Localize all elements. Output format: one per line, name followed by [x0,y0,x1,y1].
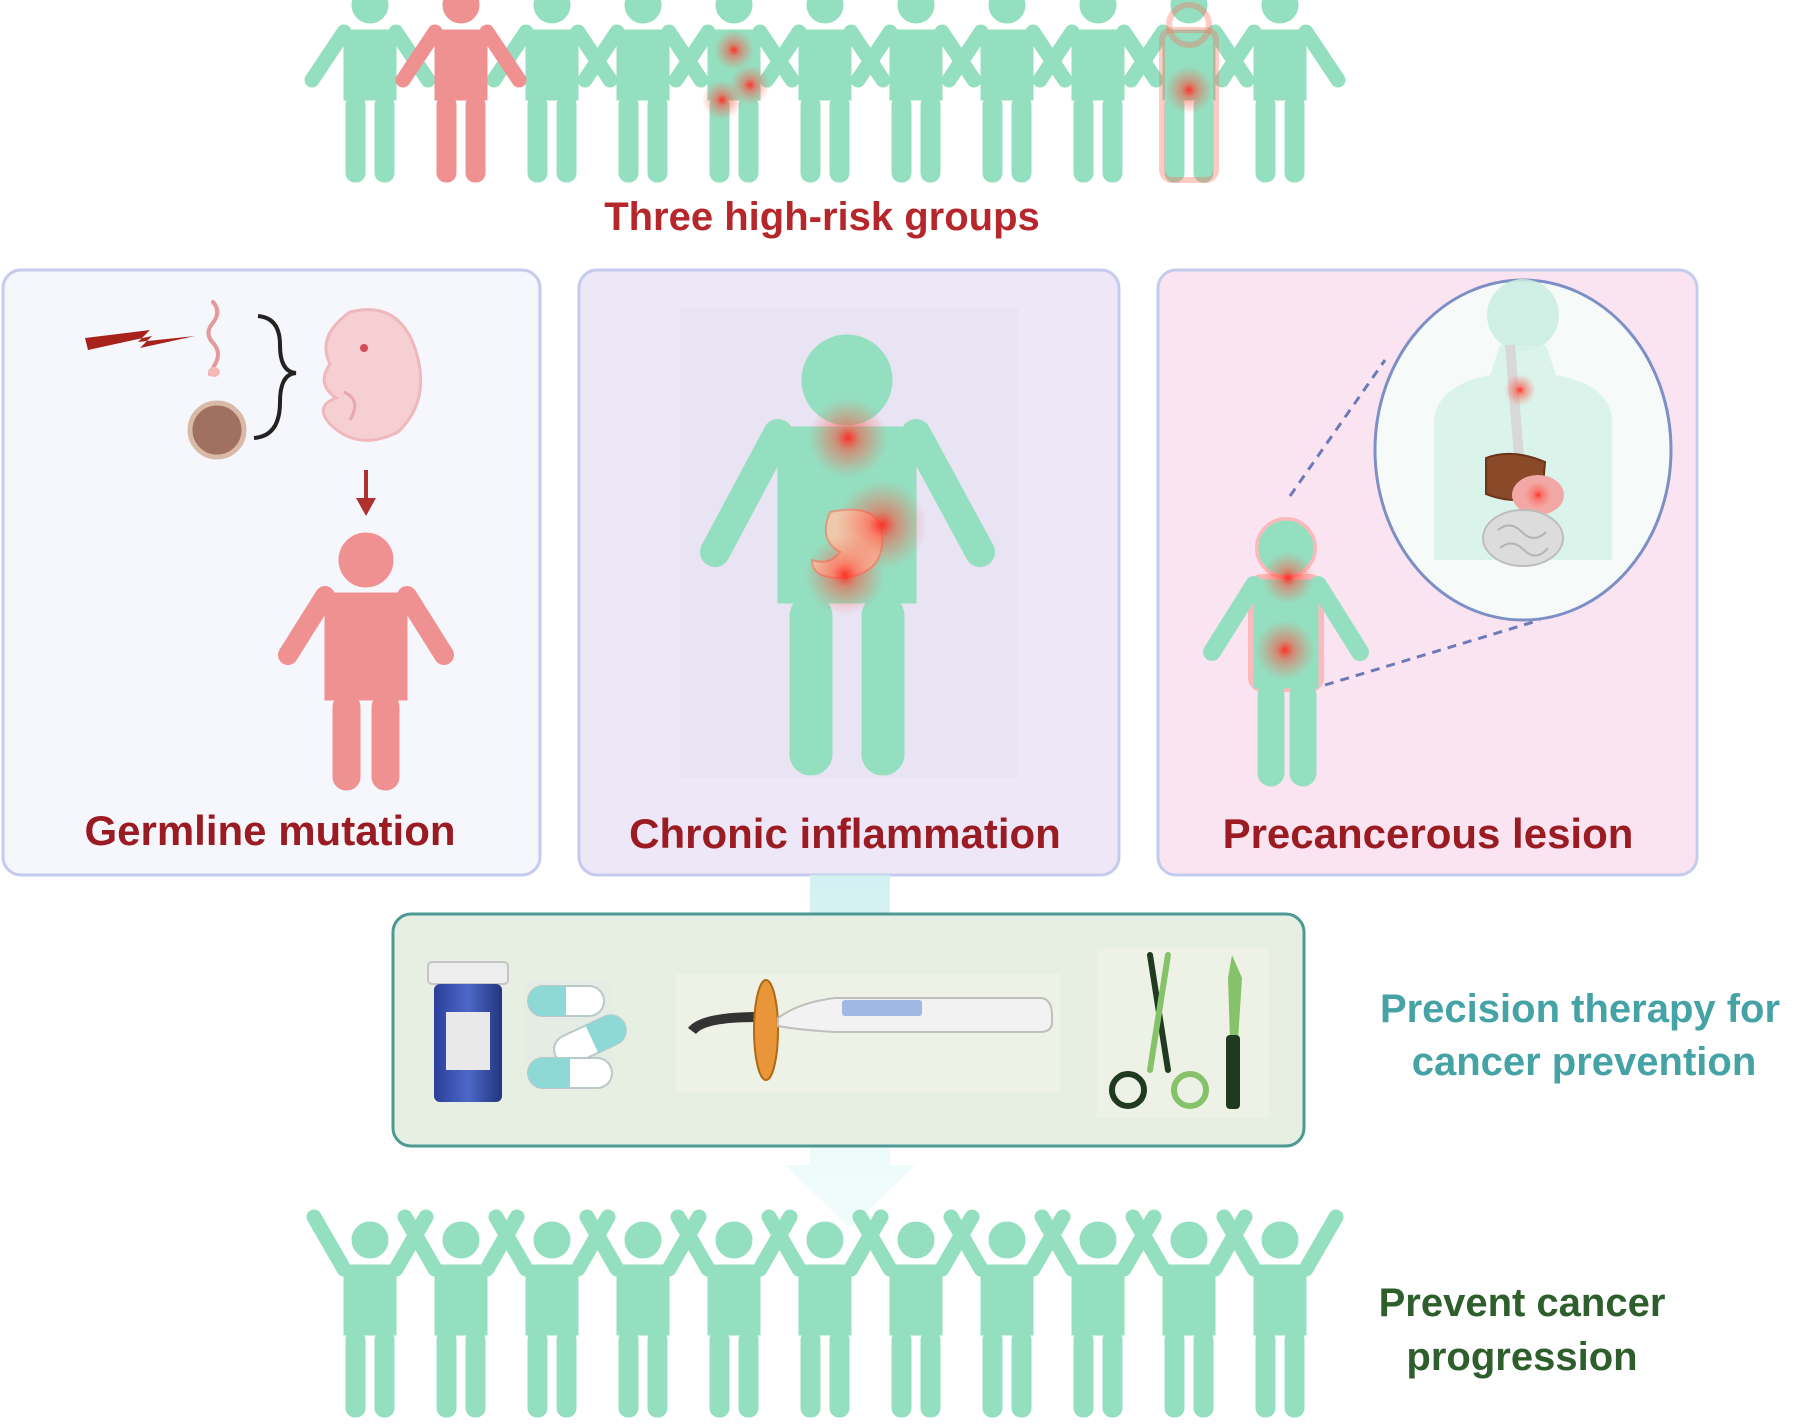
lesion-glow-icon [1165,66,1213,114]
embryo-icon [321,308,423,442]
therapy-label-line1: Precision therapy for [1380,987,1780,1031]
therapy-label-line2: cancer prevention [1412,1040,1757,1084]
healthy-person-icon [1133,1217,1245,1417]
lesion-glow-icon [805,535,885,615]
person-icon [767,0,883,182]
healthy-person-icon [678,1217,790,1417]
therapy-box [391,912,1306,1148]
top-people-row [312,0,1338,182]
egg-cell-icon [187,400,247,460]
healthy-person-icon [1042,1217,1154,1417]
panel-germline-mutation: Germline mutation [1,268,542,877]
mutated-person-icon [403,0,519,182]
person-icon [585,0,701,182]
person-icon [858,0,974,182]
lesion-glow-icon [808,398,888,478]
bottom-people-row [314,1217,1336,1417]
person-pink-large-icon [278,532,454,791]
healthy-person-icon [1224,1217,1336,1417]
panel-chronic-inflammation: Chronic inflammation [577,268,1121,877]
radiation-bolt-icon [85,330,195,350]
curing-light-device-icon [676,974,1060,1092]
panel-label: Precancerous lesion [1223,810,1634,857]
healthy-person-icon [314,1217,426,1417]
healthy-person-icon [496,1217,608,1417]
panel-label: Germline mutation [84,807,455,854]
sperm-icon [206,300,220,376]
lesion-glow-icon [714,30,754,70]
lesion-glow-icon [702,80,742,120]
capsules-icon [524,980,627,1089]
panel-label: Chronic inflammation [629,810,1061,857]
healthy-person-icon [587,1217,699,1417]
outcome-label-line1: Prevent cancer [1379,1281,1666,1325]
bracket-icon [253,314,297,440]
person-icon [1222,0,1338,182]
healthy-person-icon [769,1217,881,1417]
page-title: Three high-risk groups [604,195,1040,239]
panel-precancerous-lesion: Precancerous lesion [1156,268,1699,877]
healthy-person-icon [860,1217,972,1417]
healthy-person-icon [951,1217,1063,1417]
person-icon [312,0,428,182]
person-icon [494,0,610,182]
outcome-label-line2: progression [1406,1335,1637,1379]
lesion-glow-icon [1262,552,1314,604]
surgical-tools-icon [1097,948,1269,1118]
digestive-system-icon [1434,279,1612,567]
lesion-glow-icon [1255,620,1315,680]
pill-bottle-icon [427,961,509,1102]
person-icon [1040,0,1156,182]
person-icon [949,0,1065,182]
arrow-down-icon [356,498,376,516]
healthy-person-icon [405,1217,517,1417]
